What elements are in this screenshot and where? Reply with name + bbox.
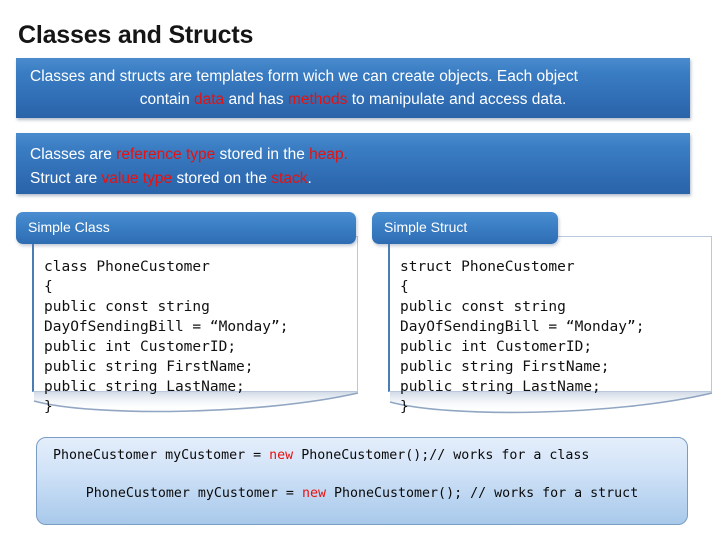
type-banner-line-1: Classes are reference type stored in the… xyxy=(30,143,676,167)
intro-line2-part-b: and has xyxy=(224,91,288,108)
code-box-struct xyxy=(388,236,712,392)
usage-line1-part-a: PhoneCustomer myCustomer = xyxy=(53,448,270,463)
keyword-heap: heap. xyxy=(309,146,348,163)
type-line1-part-a: Classes are xyxy=(30,146,117,163)
type-line2-part-c: . xyxy=(307,170,312,187)
usage-line-class: PhoneCustomer myCustomer = new PhoneCust… xyxy=(47,446,677,465)
page-title: Classes and Structs xyxy=(18,21,254,49)
intro-line2-part-a: contain xyxy=(139,91,194,108)
type-line2-part-a: Struct are xyxy=(30,170,102,187)
tab-simple-struct[interactable]: Simple Struct xyxy=(372,212,558,244)
code-snippet-class: class PhoneCustomer { public const strin… xyxy=(44,258,289,415)
type-line2-part-b: stored on the xyxy=(172,170,272,187)
intro-banner-line-1: Classes and structs are templates form w… xyxy=(30,65,676,88)
keyword-new-struct: new xyxy=(301,486,326,501)
usage-line1-part-b: PhoneCustomer();// works for a class xyxy=(293,448,590,463)
type-storage-banner: Classes are reference type stored in the… xyxy=(16,133,690,194)
type-line1-part-b: stored in the xyxy=(215,146,310,163)
type-banner-line-2: Struct are value type stored on the stac… xyxy=(30,167,676,191)
code-snippet-struct: struct PhoneCustomer { public const stri… xyxy=(400,258,645,415)
keyword-data: data xyxy=(194,91,225,108)
keyword-methods: methods xyxy=(287,91,348,108)
usage-line-struct: PhoneCustomer myCustomer = new PhoneCust… xyxy=(47,484,677,503)
intro-line2-part-c: to manipulate and access data. xyxy=(347,91,567,108)
intro-banner: Classes and structs are templates form w… xyxy=(16,58,690,118)
intro-banner-line-1-text: Classes and structs are templates form w… xyxy=(30,68,578,85)
keyword-reference-type: reference type xyxy=(116,146,216,163)
tab-simple-class-label: Simple Class xyxy=(28,219,110,235)
usage-line2-part-b: PhoneCustomer(); // works for a struct xyxy=(325,486,639,501)
intro-banner-line-2: contain data and has methods to manipula… xyxy=(30,88,676,111)
tab-simple-struct-label: Simple Struct xyxy=(384,219,468,235)
keyword-value-type: value type xyxy=(101,170,173,187)
code-box-class xyxy=(32,236,358,392)
keyword-stack: stack xyxy=(271,170,308,187)
usage-line2-part-a: PhoneCustomer myCustomer = xyxy=(85,486,302,501)
tab-simple-class[interactable]: Simple Class xyxy=(16,212,356,244)
usage-example-panel: PhoneCustomer myCustomer = new PhoneCust… xyxy=(36,437,688,525)
keyword-new-class: new xyxy=(269,448,294,463)
